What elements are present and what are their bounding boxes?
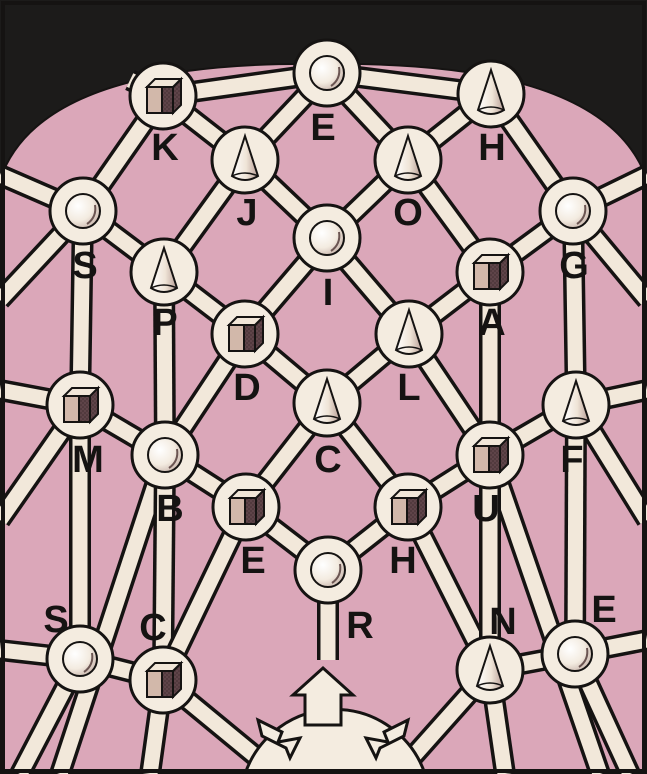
node-label-g: G (559, 245, 589, 287)
puzzle-node-l[interactable] (376, 301, 442, 367)
node-label-a: A (478, 302, 505, 344)
node-label-b: B (156, 488, 183, 530)
puzzle-node-p[interactable] (131, 239, 197, 305)
shaded-sphere-icon (310, 56, 344, 90)
puzzle-node-n[interactable] (457, 637, 523, 703)
node-label-c-mid: C (314, 439, 341, 481)
shaded-sphere-icon (310, 221, 344, 255)
shaded-cube-icon (147, 79, 181, 113)
shaded-cube-icon (230, 490, 264, 524)
node-label-m: M (72, 439, 104, 481)
node-label-d: D (233, 367, 260, 409)
node-label-l: L (397, 367, 420, 409)
node-label-e-bot: E (591, 589, 616, 631)
node-label-h-mid: H (389, 540, 416, 582)
shaded-cube-icon (229, 317, 263, 351)
shaded-cube-icon (474, 438, 508, 472)
shaded-cube-icon (64, 388, 98, 422)
puzzle-node-e-mid[interactable] (213, 474, 279, 540)
node-label-o: O (393, 192, 423, 234)
puzzle-node-f[interactable] (543, 372, 609, 438)
puzzle-node-b[interactable] (132, 422, 198, 488)
node-label-j: J (236, 192, 257, 234)
node-label-p: P (152, 302, 177, 344)
node-label-u: U (472, 488, 499, 530)
puzzle-node-e-top[interactable] (294, 40, 360, 106)
puzzle-node-h-mid[interactable] (375, 474, 441, 540)
puzzle-node-k[interactable] (130, 63, 196, 129)
shaded-sphere-icon (558, 637, 592, 671)
puzzle-node-j[interactable] (212, 127, 278, 193)
shaded-sphere-icon (311, 553, 345, 587)
shaded-sphere-icon (66, 194, 100, 228)
puzzle-node-d[interactable] (212, 301, 278, 367)
node-label-s-top: S (72, 245, 97, 287)
puzzle-node-s-top[interactable] (50, 178, 116, 244)
shaded-sphere-icon (556, 194, 590, 228)
puzzle-node-m[interactable] (47, 372, 113, 438)
puzzle-node-i[interactable] (294, 205, 360, 271)
shaded-sphere-icon (63, 642, 97, 676)
puzzle-node-c-bot[interactable] (130, 647, 196, 713)
node-label-c-bot: C (139, 607, 166, 649)
puzzle-node-o[interactable] (375, 127, 441, 193)
puzzle-node-r[interactable] (295, 537, 361, 603)
node-label-h-top: H (478, 127, 505, 169)
node-label-i: I (323, 272, 334, 314)
puzzle-node-u[interactable] (457, 422, 523, 488)
shaded-cube-icon (392, 490, 426, 524)
shaded-cube-icon (147, 663, 181, 697)
shaded-sphere-icon (148, 438, 182, 472)
node-label-s-bot: S (43, 599, 68, 641)
puzzle-node-h-top[interactable] (458, 61, 524, 127)
puzzle-node-a[interactable] (457, 239, 523, 305)
puzzle-node-g[interactable] (540, 178, 606, 244)
shaded-cube-icon (474, 255, 508, 289)
node-label-n: N (489, 601, 516, 643)
node-label-e-mid: E (240, 540, 265, 582)
node-label-f: F (560, 439, 583, 481)
node-label-r: R (346, 605, 373, 647)
puzzle-node-c-mid[interactable] (294, 370, 360, 436)
node-label-e-top: E (310, 107, 335, 149)
node-label-k: K (151, 127, 179, 169)
